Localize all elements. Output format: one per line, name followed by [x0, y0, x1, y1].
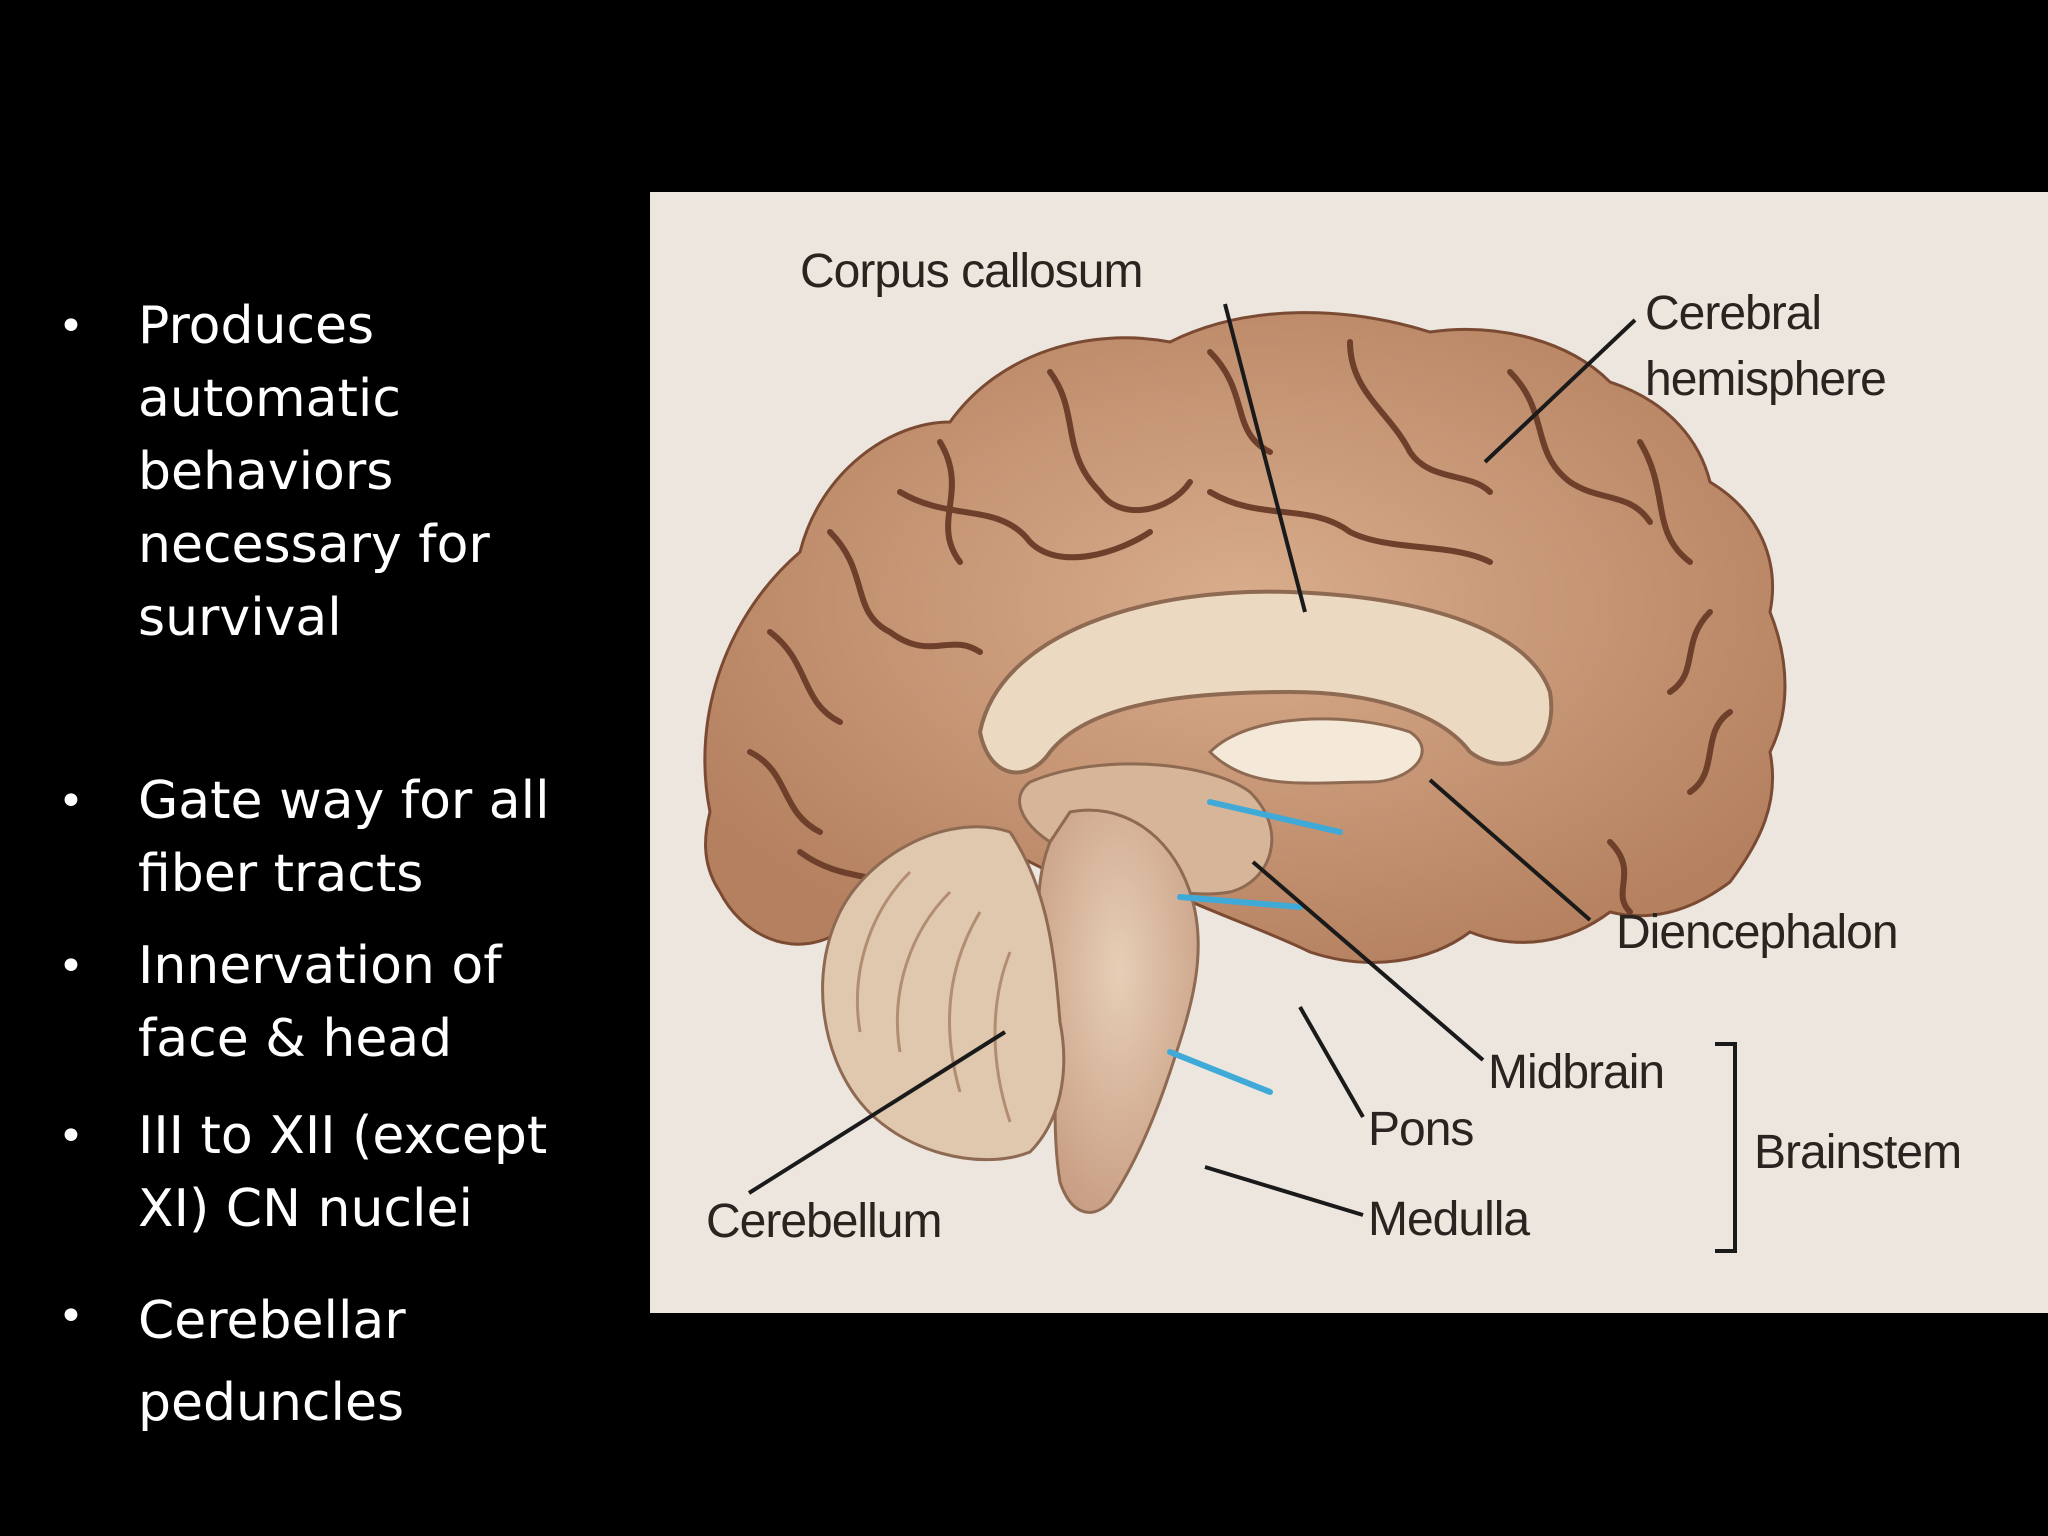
lateral-ventricle [1207, 717, 1424, 785]
label-midbrain: Midbrain [1488, 1046, 1665, 1099]
bullet-dot: • [58, 776, 84, 827]
bullet-dot: • [58, 941, 84, 992]
label-diencephalon: Diencephalon [1616, 906, 1899, 959]
label-cerebral-hemisphere-line2: hemisphere [1645, 353, 1887, 406]
bullet-text: Produces automatic behaviors necessary f… [138, 296, 490, 648]
bullet-dot: • [58, 301, 84, 352]
label-cerebellum: Cerebellum [706, 1195, 942, 1248]
bullet-text: Gate way for all fiber tracts [138, 771, 550, 904]
label-corpus-callosum: Corpus callosum [800, 245, 1143, 298]
label-pons: Pons [1368, 1103, 1474, 1156]
brainstem-boundary-lines [1167, 799, 1343, 1095]
cerebellum [821, 825, 1066, 1162]
label-medulla: Medulla [1368, 1193, 1530, 1246]
brain-sagittal-figure: Corpus callosum Cerebral hemisphere Dien… [650, 192, 2048, 1313]
brain-illustration [703, 303, 1787, 1253]
gyri-sulci [747, 339, 1733, 915]
label-brainstem: Brainstem [1754, 1126, 1962, 1179]
cerebellum-folia [856, 870, 1012, 1123]
bullet-text: Cerebellar peduncles [138, 1291, 406, 1433]
bullet-text: III to XII (except XI) CN nuclei [138, 1106, 548, 1239]
corpus-callosum [977, 589, 1554, 775]
brainstem [1036, 808, 1200, 1214]
bullet-dot: • [58, 1111, 84, 1162]
label-cerebral-hemisphere-line1: Cerebral [1645, 287, 1822, 340]
bullet-dot: • [58, 1291, 84, 1342]
bullet-text: Innervation of face & head [138, 936, 502, 1069]
leader-lines [747, 303, 1737, 1253]
